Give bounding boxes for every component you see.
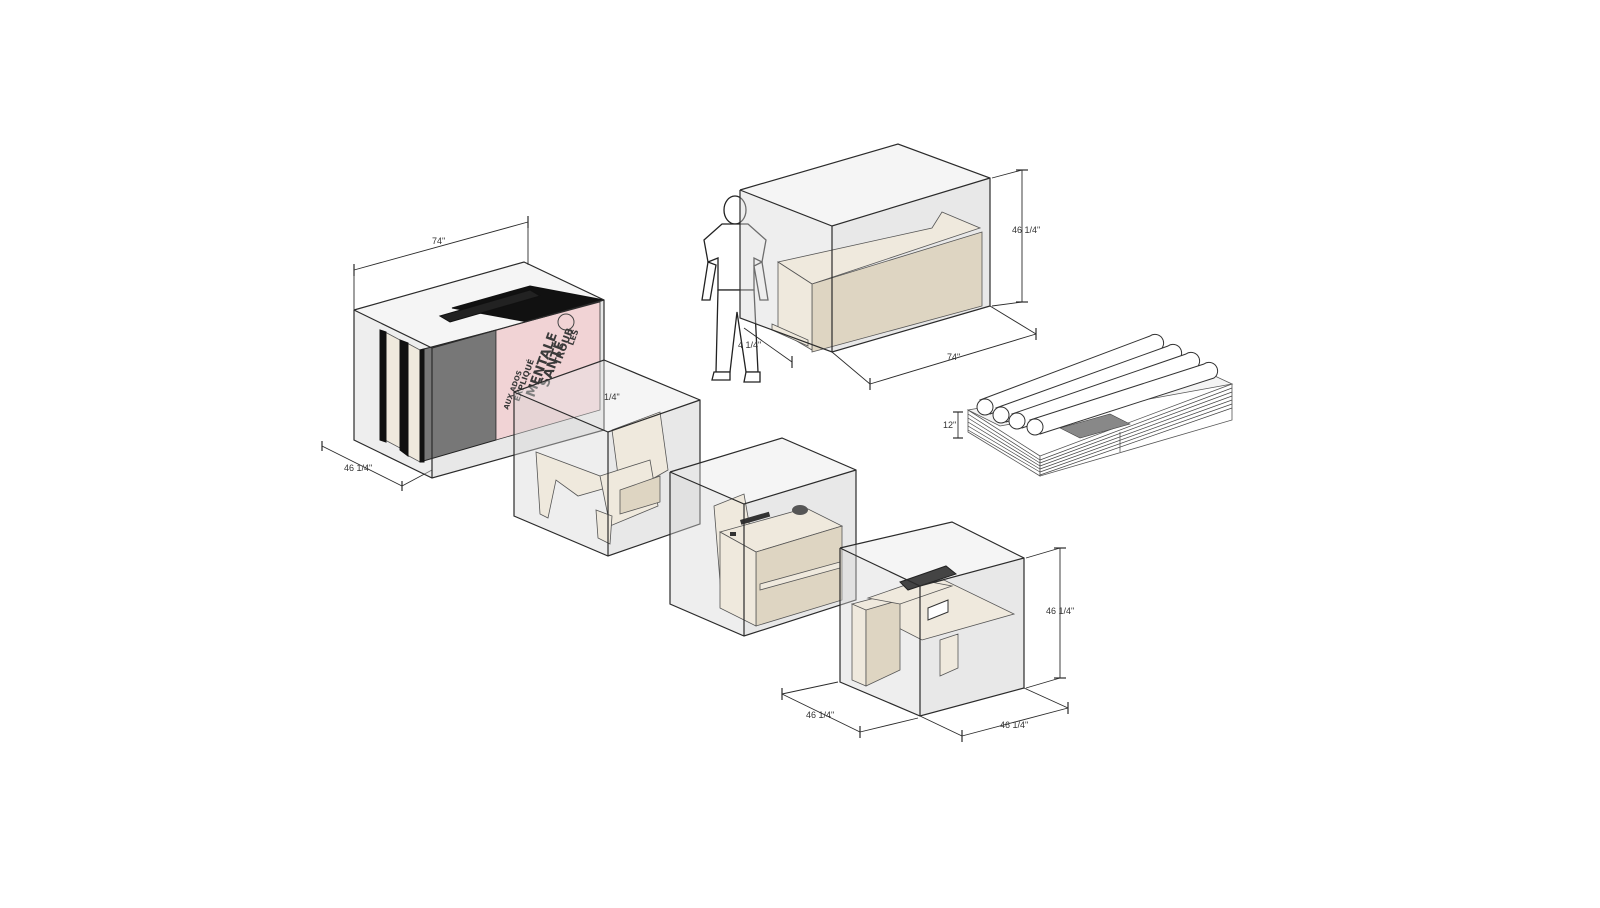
dimension-height-rack: 12" (943, 411, 963, 439)
desk-unit-large: 46 1/4" 74" 4 1/4" (738, 143, 1040, 390)
dimension-depth-big: 46 1/4" (321, 441, 433, 491)
dimension-height-small: 46 1/4" (1025, 547, 1074, 689)
roll-storage-rack: 12" (943, 333, 1234, 477)
dimension-height-desk: 46 1/4" (991, 169, 1040, 307)
dim-label-partial-chair: 1/4" (604, 392, 620, 402)
dimension-width-small: 46 1/4" (919, 687, 1069, 742)
rolled-tubes (976, 333, 1219, 436)
dim-label-height-desk: 46 1/4" (1012, 225, 1040, 235)
dim-label-depth-small: 46 1/4" (806, 710, 834, 720)
dim-label-12-rack: 12" (943, 420, 956, 430)
dim-label-74-desk: 74" (947, 352, 960, 362)
dim-label-width-small: 46 1/4" (1000, 720, 1028, 730)
dim-label-74-big: 74" (432, 236, 445, 246)
workstation-unit-cube (669, 437, 857, 637)
dimension-width-big: 74" (353, 216, 529, 310)
dim-label-depth-big: 46 1/4" (344, 463, 372, 473)
dimension-width-desk: 74" (831, 305, 1037, 390)
storage-unit-large: 74" 46 1/4" LES TROUB SANTÉ (321, 216, 605, 491)
table-unit-cube: 46 1/4" 46 1/4" 46 1/4" (781, 521, 1074, 742)
dimension-depth-small: 46 1/4" (781, 681, 919, 738)
dimension-depth-desk: 4 1/4" (738, 327, 793, 368)
chair-unit-cube: 1/4" (513, 359, 701, 557)
rack-stripes (967, 387, 1233, 476)
dim-label-height-small: 46 1/4" (1046, 606, 1074, 616)
dim-label-depth-desk: 4 1/4" (738, 340, 761, 350)
human-figure-scale (701, 195, 769, 383)
